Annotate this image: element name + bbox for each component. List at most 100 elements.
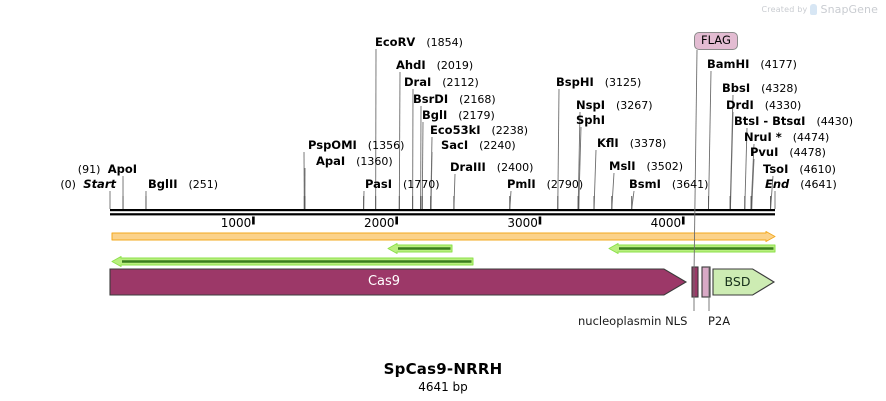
enzyme-name: DraIII [450, 160, 486, 174]
enzyme-label-sphI[interactable]: SphI [576, 114, 605, 126]
enzyme-position: (2400) [496, 161, 534, 174]
construct-length: 4641 bp [418, 380, 468, 394]
enzyme-position: (4430) [816, 115, 854, 128]
watermark-created-by-label: Created by [761, 5, 808, 14]
enzyme-name: BspHI [556, 75, 594, 89]
enzyme-name: DrdI [726, 98, 754, 112]
enzyme-name: NspI [576, 98, 605, 112]
enzyme-label-eco53kI[interactable]: Eco53kI (2238) [430, 124, 528, 137]
enzyme-position: (4478) [789, 146, 826, 159]
enzyme-label-draI[interactable]: DraI (2112) [404, 76, 479, 89]
feature-cas9[interactable] [109, 268, 688, 296]
enzyme-label-nruI[interactable]: NruI * (4474) [744, 131, 829, 144]
enzyme-position: (2179) [458, 109, 495, 122]
map-title-block: SpCas9-NRRH 4641 bp [0, 360, 886, 394]
enzyme-label-apaI[interactable]: ApaI (1360) [316, 155, 393, 168]
enzyme-label-ahdI[interactable]: AhdI (2019) [396, 59, 473, 72]
feature-nls[interactable] [691, 266, 699, 298]
enzyme-position: (2168) [459, 93, 496, 106]
enzyme-name: End [765, 177, 790, 191]
construct-name: SpCas9-NRRH [383, 360, 503, 378]
ruler-tick-4000: 4000 [650, 216, 682, 230]
primer-orange-orf[interactable] [111, 231, 776, 242]
enzyme-name: MslI [609, 159, 636, 173]
enzyme-label-bsrDI[interactable]: BsrDI (2168) [413, 93, 496, 106]
enzyme-name: PspOMI [308, 138, 357, 152]
enzyme-label-tsoI[interactable]: TsoI (4610) [763, 163, 836, 176]
primer-green-2[interactable] [608, 243, 776, 254]
enzyme-position: (251) [188, 178, 219, 191]
enzyme-name: BsrDI [413, 92, 449, 106]
enzyme-label-bspHI[interactable]: BspHI (3125) [556, 76, 641, 89]
enzyme-name: NruI * [744, 130, 782, 144]
enzyme-name: TsoI [763, 162, 789, 176]
enzyme-position: (4330) [764, 99, 802, 112]
enzyme-name: PvuI [750, 145, 779, 159]
enzyme-name: SphI [576, 113, 605, 127]
feature-label-cas9: Cas9 [367, 274, 401, 289]
enzyme-name: BtsI - BtsαI [734, 114, 806, 128]
enzyme-label-btsI[interactable]: BtsI - BtsαI (4430) [734, 115, 853, 128]
enzyme-position: (4641) [800, 178, 837, 191]
enzyme-name: BamHI [707, 57, 750, 71]
feature-p2a[interactable] [701, 266, 711, 298]
enzyme-position: (1770) [402, 178, 440, 191]
enzyme-name: AhdI [396, 58, 426, 72]
enzyme-label-start[interactable]: (0) Start [0, 178, 116, 191]
enzyme-name: KflI [597, 136, 619, 150]
primer-arrows [111, 231, 776, 267]
enzyme-name: SacI [441, 138, 469, 152]
enzyme-label-pspOMI[interactable]: PspOMI (1356) [308, 139, 404, 152]
sequence-backbone [110, 209, 775, 216]
enzyme-label-ecoRV[interactable]: EcoRV (1854) [375, 36, 463, 49]
snapgene-watermark: Created by SnapGene [761, 3, 878, 16]
enzyme-label-bbsI[interactable]: BbsI (4328) [722, 82, 798, 95]
enzyme-position: (3125) [604, 76, 642, 89]
enzyme-label-pasI[interactable]: PasI (1770) [365, 178, 440, 191]
enzyme-label-pmlI[interactable]: PmlI (2790) [507, 178, 583, 191]
enzyme-position: (2240) [479, 139, 516, 152]
primer-green-3[interactable] [111, 256, 474, 267]
enzyme-position: (2019) [436, 59, 474, 72]
enzyme-name: BglII [148, 177, 178, 191]
enzyme-name: BbsI [722, 81, 751, 95]
enzyme-label-bglI[interactable]: BglI (2179) [422, 109, 495, 122]
enzyme-position: (0) [60, 178, 76, 191]
enzyme-name: PasI [365, 177, 393, 191]
annotated-features [109, 266, 776, 298]
enzyme-name: ApoI [107, 162, 137, 176]
enzyme-position: (2790) [546, 178, 584, 191]
enzyme-label-draIII[interactable]: DraIII (2400) [450, 161, 533, 174]
ruler-tick-2000: 2000 [364, 216, 395, 230]
enzyme-label-bamHI[interactable]: BamHI (4177) [707, 58, 797, 71]
enzyme-name: PmlI [507, 177, 536, 191]
tag-flag[interactable]: FLAG [694, 32, 738, 50]
snapgene-logo-icon [810, 4, 818, 15]
enzyme-label-bglII[interactable]: BglII (251) [148, 178, 218, 191]
enzyme-position: (3502) [646, 160, 684, 173]
enzyme-position: (3378) [629, 137, 667, 150]
enzyme-label-pvuI[interactable]: PvuI (4478) [750, 146, 826, 159]
enzyme-label-mslI[interactable]: MslI (3502) [609, 160, 683, 173]
enzyme-label-kflI[interactable]: KflI (3378) [597, 137, 666, 150]
enzyme-position: (4177) [760, 58, 797, 71]
primer-green-1[interactable] [387, 243, 453, 254]
enzyme-position: (4610) [799, 163, 836, 176]
enzyme-label-end[interactable]: End (4641) [765, 178, 837, 191]
enzyme-position: (1360) [356, 155, 393, 168]
enzyme-label-list: (91) ApoI (0) Start BglII (251) PspOMI (135… [0, 0, 886, 200]
enzyme-label-drdI[interactable]: DrdI (4330) [726, 99, 801, 112]
enzyme-label-sacI[interactable]: SacI (2240) [441, 139, 516, 152]
enzyme-name: DraI [404, 75, 432, 89]
enzyme-label-bsmI[interactable]: BsmI (3641) [629, 178, 708, 191]
feature-bsd[interactable] [712, 268, 776, 296]
p2a-annot: P2A [708, 314, 731, 328]
enzyme-label-apoI[interactable]: (91) ApoI [0, 163, 137, 176]
enzyme-name: EcoRV [375, 35, 416, 49]
tag-leader-lines [693, 49, 698, 276]
enzyme-name: BsmI [629, 177, 661, 191]
enzyme-position: (2112) [442, 76, 479, 89]
enzyme-label-nspI[interactable]: NspI (3267) [576, 99, 653, 112]
enzyme-position: (3267) [615, 99, 653, 112]
